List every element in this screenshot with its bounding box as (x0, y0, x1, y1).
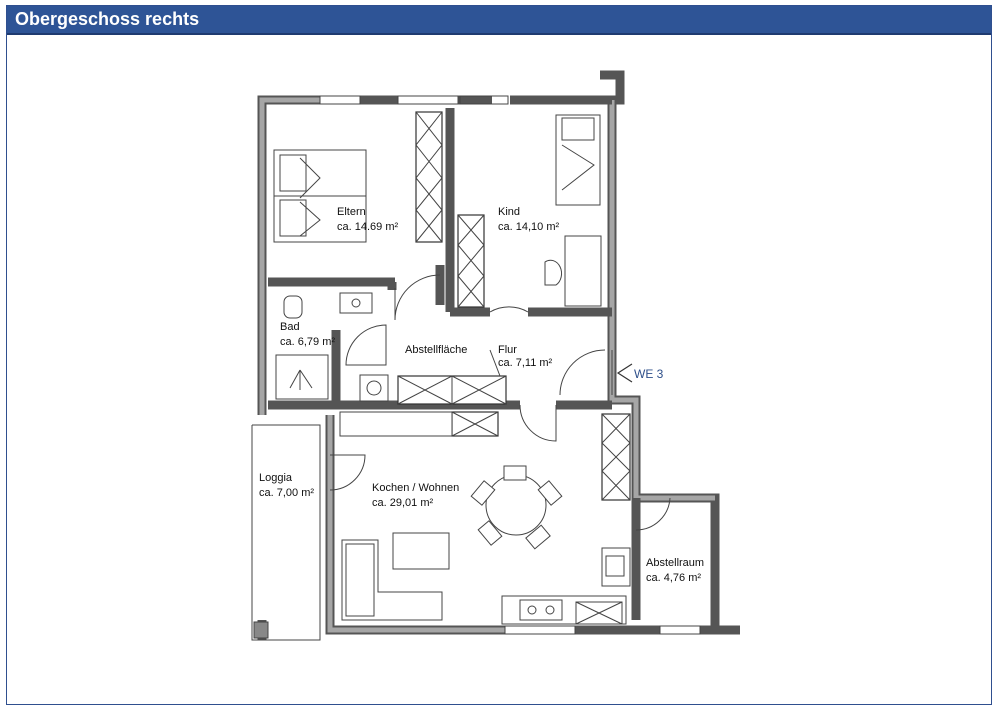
double-bed (273, 149, 367, 243)
room-name-abstellraum: Abstellraum (646, 557, 704, 569)
room-name-loggia: Loggia (259, 472, 293, 484)
room-name-kochen: Kochen / Wohnen (372, 482, 459, 494)
room-area-kind: ca. 14,10 m² (498, 221, 559, 233)
room-name-kind: Kind (498, 206, 520, 218)
page-frame: Obergeschoss rechts (6, 5, 992, 705)
single-bed (555, 114, 601, 206)
room-area-abstellraum: ca. 4,76 m² (646, 572, 701, 584)
room-area-kochen: ca. 29,01 m² (372, 497, 433, 509)
wardrobe-eltern (415, 111, 443, 243)
bathroom-fixtures (275, 292, 389, 402)
kitchen-tall-cabinets (601, 413, 631, 587)
kitchen-counter (501, 595, 627, 625)
room-area-flur: ca. 7,11 m² (498, 357, 553, 369)
dining-table (470, 465, 563, 550)
page-title: Obergeschoss rechts (15, 9, 200, 29)
entrance-arrow-icon (616, 363, 633, 383)
sofa (341, 532, 450, 621)
room-name-eltern: Eltern (337, 206, 366, 218)
interior-walls (268, 108, 641, 620)
room-area-eltern: ca. 14.69 m² (337, 221, 398, 233)
windows (319, 95, 701, 635)
entrance-marker: WE 3 (616, 363, 664, 383)
room-area-loggia: ca. 7,00 m² (259, 487, 314, 499)
storage-cabinets (339, 349, 507, 437)
loggia-area (251, 424, 321, 641)
room-area-bad: ca. 6,79 m² (280, 336, 335, 348)
entrance-label: WE 3 (634, 367, 664, 381)
room-name-flur: Flur (498, 344, 517, 356)
header-bar: Obergeschoss rechts (7, 6, 991, 35)
room-labels: Eltern ca. 14.69 m² Kind ca. 14,10 m² Ba… (259, 206, 704, 584)
room-name-abstellflaeche: Abstellfläche (405, 344, 467, 356)
wardrobe-kind (457, 214, 485, 308)
doors (329, 274, 671, 531)
desk (544, 235, 602, 307)
room-name-bad: Bad (280, 321, 300, 333)
